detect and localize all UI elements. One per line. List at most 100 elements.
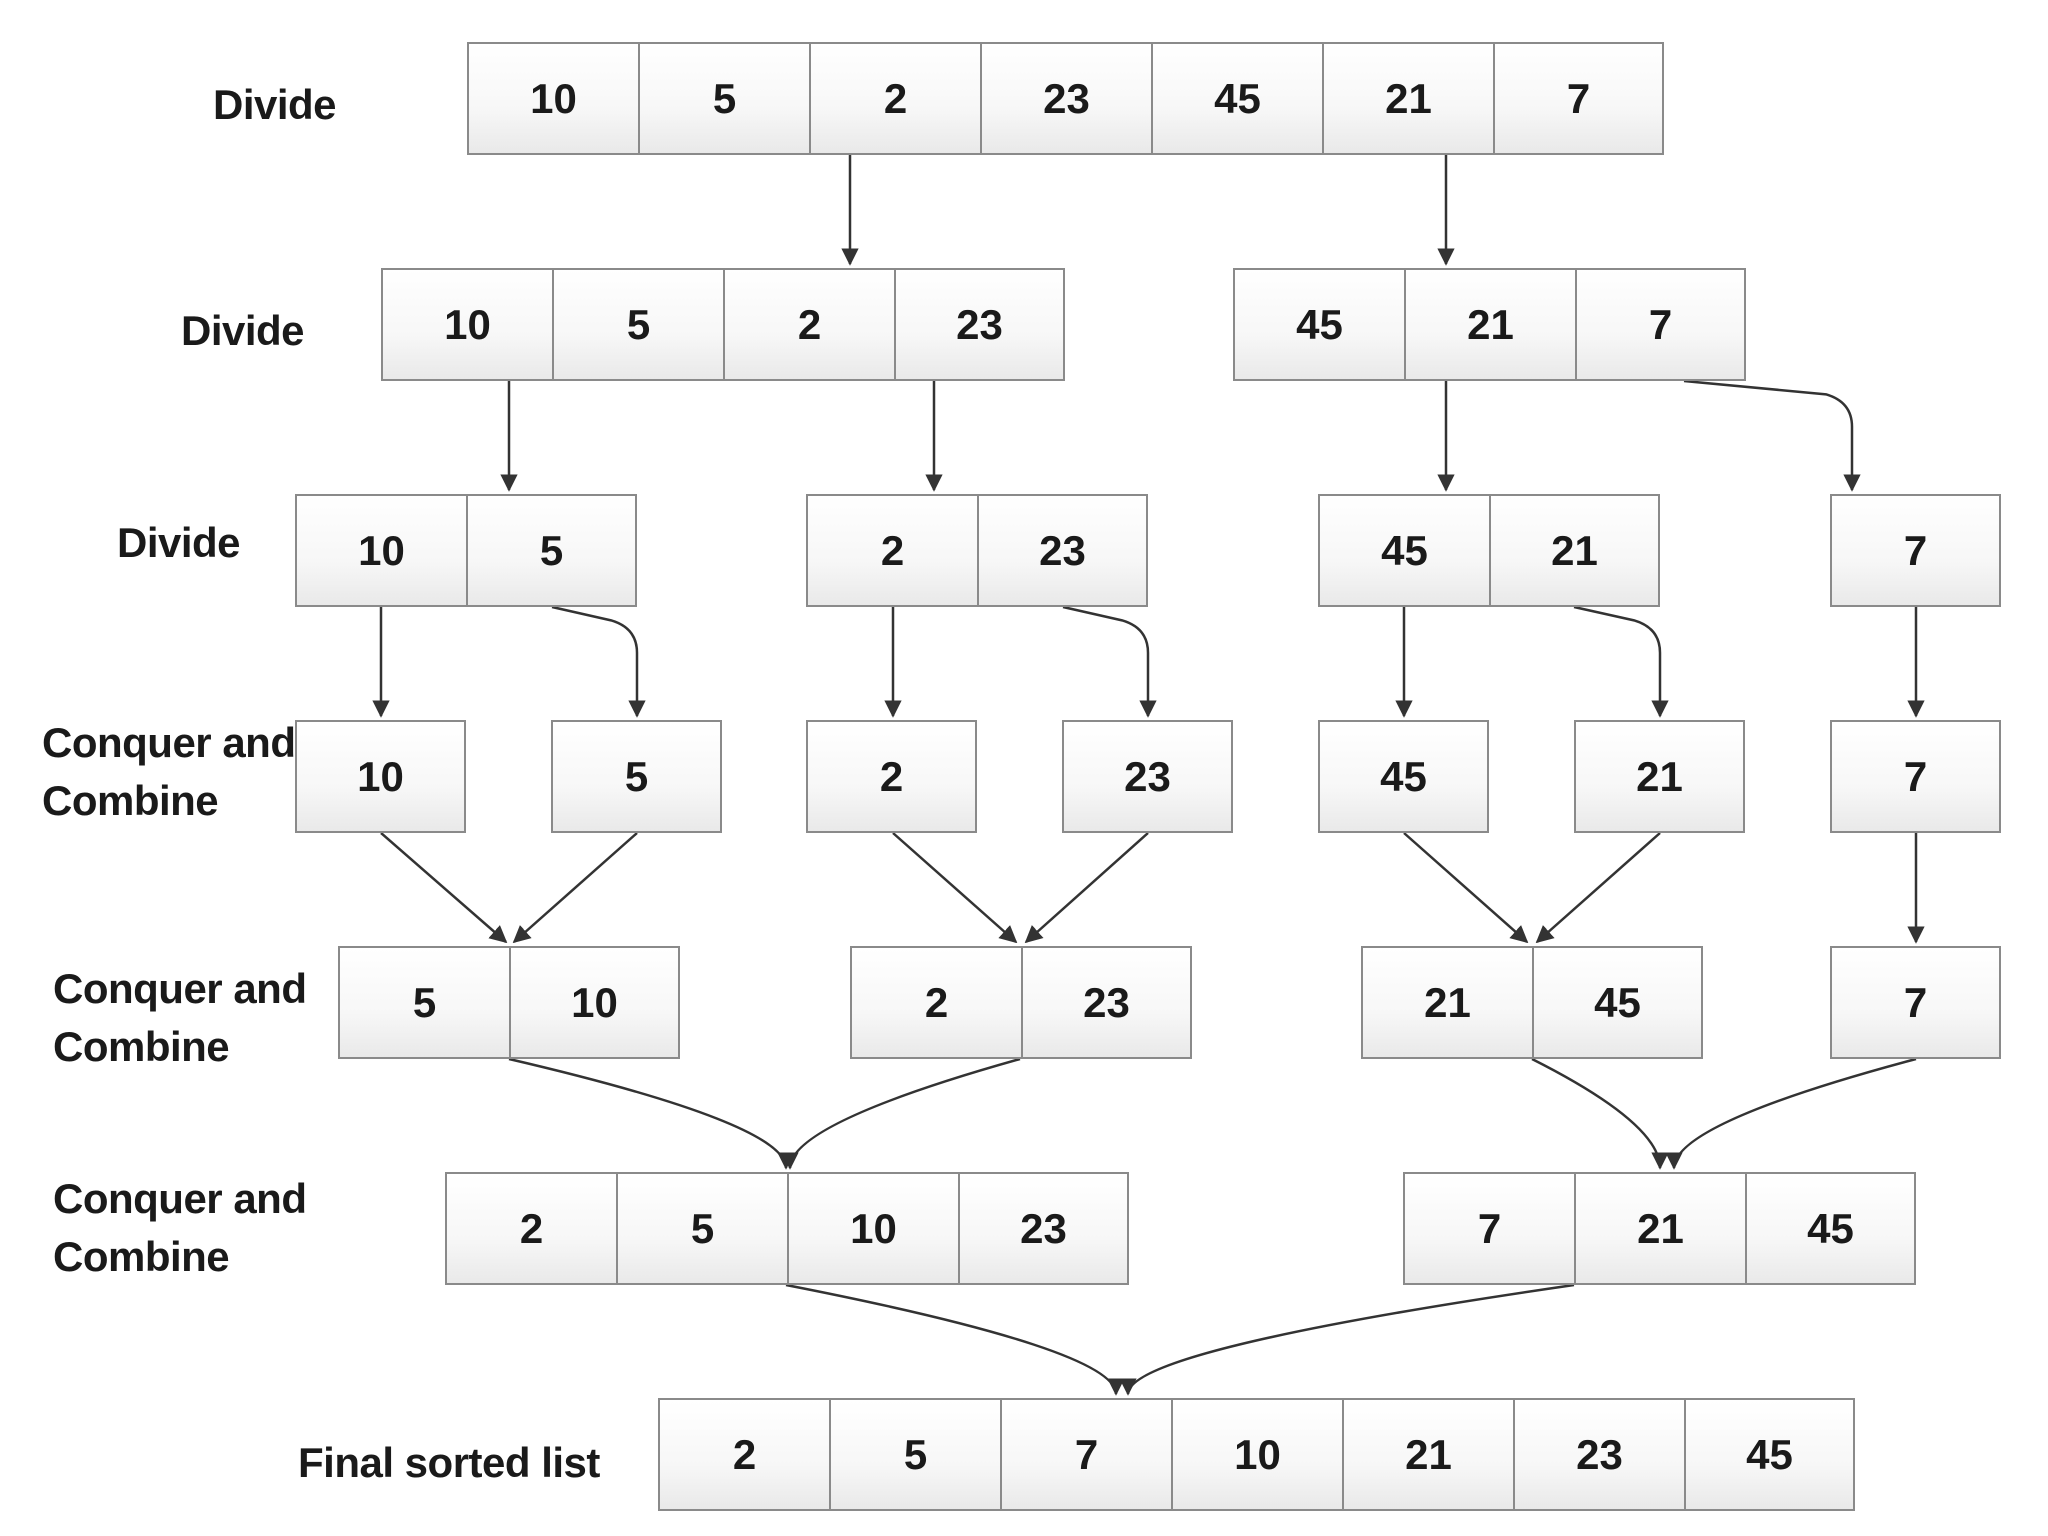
array-cell: 10	[295, 720, 466, 833]
flow-arrow	[781, 1057, 1021, 1170]
flow-arrow	[785, 1283, 1125, 1396]
cell-value: 7	[1566, 74, 1591, 122]
array-cell: 7	[1000, 1398, 1173, 1511]
array-cell: 45	[1684, 1398, 1855, 1511]
array-cell: 23	[1021, 946, 1192, 1059]
array-cell: 5	[638, 42, 811, 155]
cell-value: 21	[1467, 300, 1514, 348]
cell-value: 10	[358, 526, 405, 574]
array-cell: 7	[1575, 268, 1746, 381]
array-cell: 23	[894, 268, 1065, 381]
cell-value: 2	[879, 752, 904, 800]
array-cell: 10	[1171, 1398, 1344, 1511]
flow-arrow	[1683, 379, 1861, 492]
array-cell: 21	[1404, 268, 1577, 381]
cell-value: 23	[1083, 978, 1130, 1026]
cell-value: 45	[1807, 1204, 1854, 1252]
cell-value: 5	[690, 1204, 715, 1252]
cell-value: 2	[519, 1204, 544, 1252]
cell-value: 5	[626, 300, 651, 348]
flow-arrow	[892, 832, 1018, 944]
row-label: Divide	[181, 307, 305, 354]
array-cell: 7	[1830, 494, 2001, 607]
cell-value: 2	[924, 978, 949, 1026]
array-cell: 2	[809, 42, 982, 155]
cell-value: 7	[1903, 978, 1928, 1026]
array-cell: 7	[1830, 946, 2001, 1059]
cell-value: 7	[1903, 752, 1928, 800]
cell-value: 23	[1039, 526, 1086, 574]
array-cell: 10	[381, 268, 554, 381]
cell-value: 45	[1296, 300, 1343, 348]
array-cell: 7	[1493, 42, 1664, 155]
flow-arrow	[551, 605, 646, 718]
flow-arrow	[512, 832, 638, 944]
cell-value: 10	[357, 752, 404, 800]
array-cell: 21	[1342, 1398, 1515, 1511]
cell-value: 10	[1234, 1430, 1281, 1478]
cell-value: 5	[624, 752, 649, 800]
array-cell: 10	[467, 42, 640, 155]
flow-arrow	[380, 832, 508, 944]
array-cell: 21	[1361, 946, 1534, 1059]
array-cell: 45	[1318, 720, 1489, 833]
row-label: Divide	[213, 81, 337, 128]
array-cell: 21	[1574, 720, 1745, 833]
array-cell: 7	[1403, 1172, 1576, 1285]
array-cell: 23	[958, 1172, 1129, 1285]
cell-value: 2	[883, 74, 908, 122]
array-cell: 23	[1513, 1398, 1686, 1511]
cell-value: 7	[1648, 300, 1673, 348]
row-label: Conquer and Combine	[53, 1175, 307, 1280]
array-cell: 5	[829, 1398, 1002, 1511]
cell-value: 2	[797, 300, 822, 348]
array-cell: 5	[466, 494, 637, 607]
cell-value: 23	[1124, 752, 1171, 800]
array-cell: 2	[806, 720, 977, 833]
row-label: Final sorted list	[298, 1439, 600, 1486]
cell-value: 23	[956, 300, 1003, 348]
cell-value: 5	[712, 74, 737, 122]
array-cell: 21	[1322, 42, 1495, 155]
cell-value: 10	[850, 1204, 897, 1252]
cell-value: 5	[412, 978, 437, 1026]
cell-value: 23	[1020, 1204, 1067, 1252]
cell-value: 10	[571, 978, 618, 1026]
array-cell: 45	[1151, 42, 1324, 155]
array-cell: 2	[850, 946, 1023, 1059]
cell-value: 2	[880, 526, 905, 574]
cell-value: 45	[1594, 978, 1641, 1026]
row-label: Divide	[117, 519, 241, 566]
flow-arrow	[508, 1057, 795, 1170]
array-cell: 45	[1233, 268, 1406, 381]
array-cell: 2	[806, 494, 979, 607]
flow-arrow	[1531, 1057, 1669, 1170]
cell-value: 10	[530, 74, 577, 122]
cell-value: 10	[444, 300, 491, 348]
array-cell: 5	[551, 720, 722, 833]
cell-value: 21	[1385, 74, 1432, 122]
cell-value: 23	[1576, 1430, 1623, 1478]
cell-value: 21	[1637, 1204, 1684, 1252]
flow-arrow	[1062, 605, 1157, 718]
array-cell: 45	[1745, 1172, 1916, 1285]
array-cell: 21	[1574, 1172, 1747, 1285]
array-cell: 2	[723, 268, 896, 381]
cell-value: 7	[1074, 1430, 1099, 1478]
flow-arrow	[1535, 832, 1661, 944]
flow-arrow	[1665, 1057, 1917, 1170]
flow-arrow	[1403, 832, 1529, 944]
cell-value: 45	[1214, 74, 1261, 122]
array-cell: 23	[977, 494, 1148, 607]
array-cell: 45	[1318, 494, 1491, 607]
array-cell: 10	[509, 946, 680, 1059]
cell-value: 7	[1477, 1204, 1502, 1252]
array-cell: 2	[658, 1398, 831, 1511]
cell-value: 21	[1636, 752, 1683, 800]
array-cell: 2	[445, 1172, 618, 1285]
cell-value: 5	[539, 526, 564, 574]
array-cell: 23	[1062, 720, 1233, 833]
cell-value: 21	[1551, 526, 1598, 574]
flow-arrow	[1119, 1283, 1575, 1396]
array-cell: 5	[616, 1172, 789, 1285]
